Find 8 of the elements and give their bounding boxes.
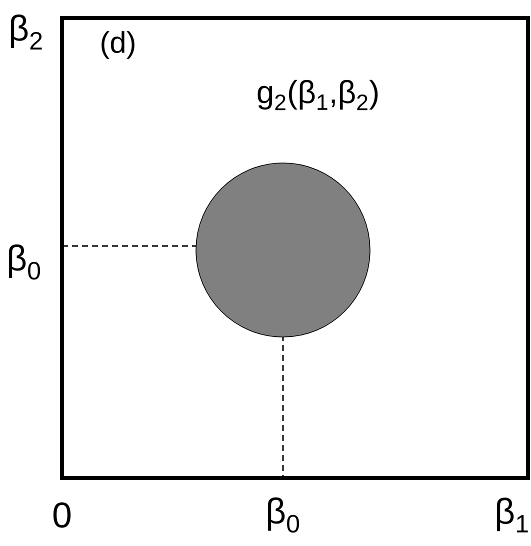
axis-label: (d) [102, 31, 134, 59]
axis-label: 0 [53, 502, 71, 528]
axis-label: β$_{1}$ [496, 498, 528, 532]
axis-label: β$_{2}$ [10, 14, 42, 50]
axis-label: β$_{0}$ [8, 244, 40, 280]
region-disk [196, 162, 370, 338]
axis-label: g$_{2}$(β$_{1}$,β$_{2}$) [258, 80, 378, 110]
axis-label: β$_{0}$ [268, 497, 300, 533]
